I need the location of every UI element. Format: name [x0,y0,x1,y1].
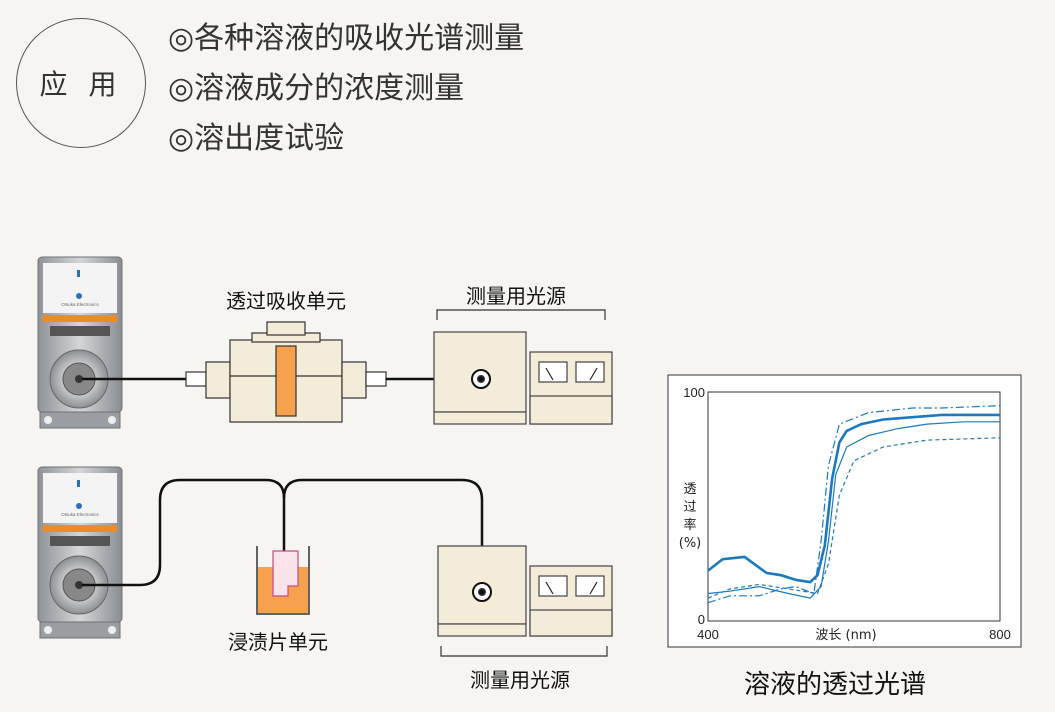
light-source-label: 测量用光源 [466,284,566,308]
y-axis-label-part: 率 [683,517,696,533]
y-axis-label-part: 透 [683,482,696,497]
chart-frame [667,374,1022,648]
y-axis-label-part: 过 [683,500,696,515]
light-source-bottom [437,545,613,637]
light-source-bracket [440,646,608,657]
x-tick-label: 400 [697,627,719,642]
spectrometer-bottom: Otsuka Electronics [37,466,123,639]
application-item: ◎溶出度试验 [168,121,345,156]
optical-fiber [82,478,286,587]
chart-plot-area [707,391,1001,622]
y-axis-label: 透过率 (%) [679,482,702,551]
application-item: ◎各种溶液的吸收光谱测量 [168,21,525,56]
light-source-bracket [436,309,606,320]
y-tick-label: 100 [683,385,705,400]
series-line-4 [707,405,1001,604]
light-source-top [433,331,613,425]
y-tick-label: 0 [698,612,705,627]
series-line-2 [707,421,1000,599]
transmission-cell-label: 透过吸收单元 [226,289,346,313]
x-tick-label: 800 [989,627,1011,642]
optical-fiber [282,478,484,592]
device-brand-label: Otsuka Electronics [61,512,99,517]
chart-title: 溶液的透过光谱 [744,670,927,700]
spectrometer-top: Otsuka Electronics [37,256,123,429]
application-list: ◎各种溶液的吸收光谱测量 ◎溶液成分的浓度测量 ◎溶出度试验 [168,14,524,164]
x-axis-label: 波长 (nm) [815,628,876,643]
y-axis-label-part: (%) [679,536,702,551]
chart-lines [707,405,1001,604]
device-brand-label: Otsuka Electronics [61,302,99,307]
application-item: ◎溶液成分的浓度测量 [168,71,465,106]
application-heading: 应 用 [16,18,146,148]
dissolution-cell-label: 浸渍片单元 [228,630,328,654]
transmission-cell [185,321,387,423]
light-source-label: 测量用光源 [470,668,570,692]
series-line-3 [707,437,1001,599]
series-line-1 [707,413,1000,584]
dissolution-vessel [256,546,310,615]
